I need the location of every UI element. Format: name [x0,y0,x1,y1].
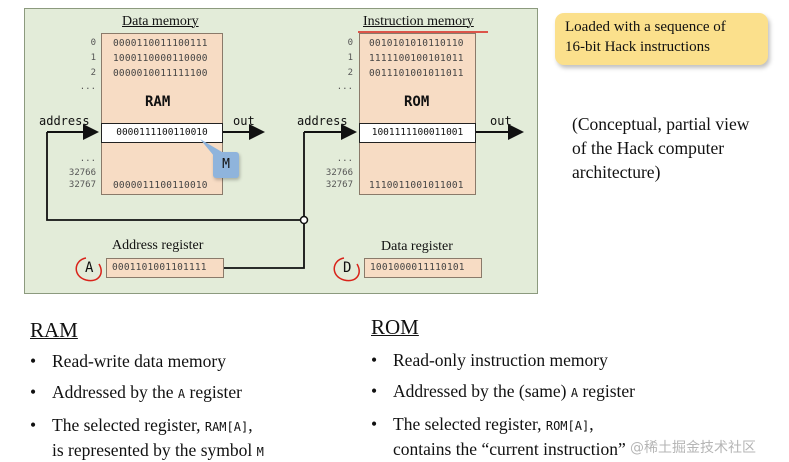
watermark: @稀土掘金技术社区 [630,440,756,456]
ram-index-0: 0 [90,38,96,48]
ram-selected-register: 0000111100110010 [101,123,223,143]
address-bus-wire [46,132,305,269]
rom-index-dots-bottom: ... [336,154,353,164]
ram-row-0: 0000110011100111 [113,38,208,49]
rom-index-0: 0 [347,38,353,48]
rom-bullet-3-code: ROM[A] [545,419,590,433]
ram-chip [101,33,223,195]
bus-junction [299,215,309,225]
ram-address-label: address [39,114,90,128]
m-symbol-tag: M [213,152,239,178]
ram-index-dots-top: ... [79,82,96,92]
data-register-value: 1001000011110101 [370,262,465,273]
rom-index-1: 1 [347,53,353,63]
ram-row-2: 0000010011111100 [113,68,208,79]
rom-row-1: 1111100100101011 [369,53,464,64]
address-register-letter: A [85,260,94,276]
callout-line-2: 16-bit Hack instructions [565,39,710,55]
rom-index-32767: 32767 [325,180,353,190]
rom-address-label: address [297,114,348,128]
a-red-circle [75,257,102,282]
data-memory-title: Data memory [122,14,199,29]
rom-bullet-list: Read-only instruction memory Addressed b… [371,349,731,462]
ram-bullet-3-code: RAM[A] [204,420,249,434]
rom-bullet-2-code: A [570,386,579,400]
ram-bullet-2-code: A [177,387,186,401]
ram-bullet-3-symbol: M [256,445,264,459]
address-register [106,258,224,278]
ram-name: RAM [145,94,171,110]
ram-index-dots-bottom: ... [79,154,96,164]
rom-bullet-2: Addressed by the (same) A register [371,380,731,405]
rom-name: ROM [404,94,430,110]
rom-index-dots-top: ... [336,82,353,92]
callout-line-1: Loaded with a sequence of [565,19,726,35]
rom-bullet-1: Read-only instruction memory [371,349,731,372]
rom-section-title: ROM [371,315,419,339]
rom-out-label: out [490,114,512,128]
ram-bullet-3: The selected register, RAM[A],is represe… [30,414,350,462]
rom-row-0: 0010101010110110 [369,38,464,49]
side-note-line-3: architecture) [572,162,661,182]
ram-bullet-list: Read-write data memory Addressed by the … [30,350,350,462]
ram-bullet-2: Addressed by the A register [30,381,350,406]
rom-chip [359,33,476,195]
rom-selected-register: 1001111100011001 [359,123,476,143]
rom-row-32767: 1110011001011001 [369,180,464,191]
side-note-line-1: (Conceptual, partial view [572,114,750,134]
m-tag-pointer [200,139,222,156]
data-register-letter: D [343,260,352,276]
data-register-label: Data register [381,239,453,254]
rom-bullet-3: The selected register, ROM[A],contains t… [371,413,731,461]
rom-row-2: 0011101001011011 [369,68,464,79]
ram-section-title: RAM [30,318,78,342]
ram-index-1: 1 [90,53,96,63]
address-register-value: 0001101001101111 [112,262,207,273]
side-note: (Conceptual, partial view of the Hack co… [572,112,782,184]
rom-callout: Loaded with a sequence of 16-bit Hack in… [555,13,768,65]
rom-index-32766: 32766 [325,168,353,178]
ram-index-32767: 32767 [68,180,96,190]
rom-index-2: 2 [347,68,353,78]
data-register [364,258,482,278]
ram-row-32767: 0000011100110010 [113,180,208,191]
instruction-memory-title: Instruction memory [363,14,474,29]
ram-bullet-1: Read-write data memory [30,350,350,373]
ram-index-32766: 32766 [68,168,96,178]
ram-row-1: 1000110000110000 [113,53,208,64]
side-note-line-2: of the Hack computer [572,138,725,158]
d-red-circle [333,257,360,282]
ram-index-2: 2 [90,68,96,78]
address-register-label: Address register [112,238,204,253]
